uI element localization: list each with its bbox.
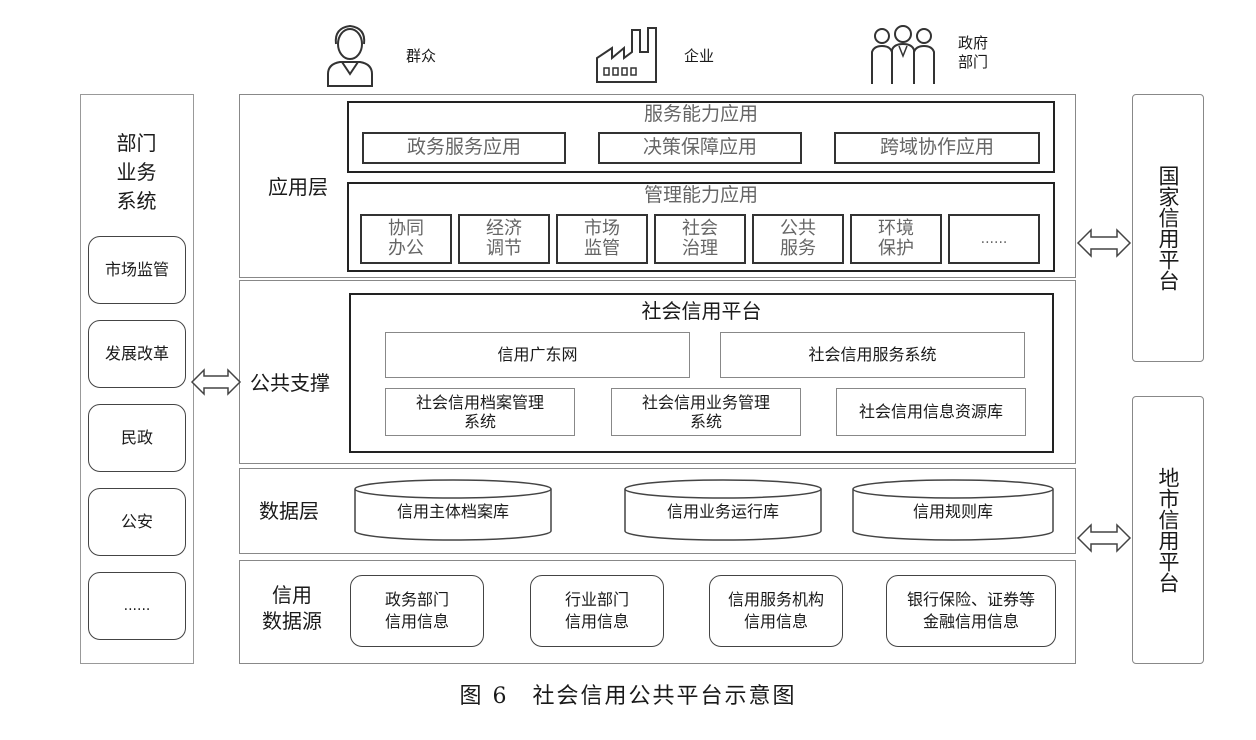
database-shape-rules	[852, 479, 1054, 541]
data-source-label: 信用 数据源	[262, 583, 322, 633]
data-layer-label: 数据层	[259, 499, 319, 523]
manage-app-social: 社会 治理	[654, 214, 746, 264]
left-item-police: 公安	[88, 488, 186, 556]
manage-app-more: ......	[948, 214, 1040, 264]
credit-resource-db: 社会信用信息资源库	[836, 388, 1026, 436]
manage-app-environment: 环境 保护	[850, 214, 942, 264]
double-arrow-icon-city	[1076, 523, 1132, 553]
actor-label-government: 政府 部门	[958, 34, 989, 71]
source-industry-dept: 行业部门 信用信息	[530, 575, 664, 647]
department-systems-title: 部门 业务 系统	[116, 131, 157, 213]
service-app-gov: 政务服务应用	[362, 132, 566, 164]
actor-label-public: 群众	[406, 47, 437, 65]
figure-caption: 图 6 社会信用公共平台示意图	[459, 684, 797, 709]
city-credit-platform-label: 地市信用平台	[1156, 467, 1180, 593]
left-item-civil: 民政	[88, 404, 186, 472]
factory-icon	[596, 27, 657, 83]
credit-guangdong-net: 信用广东网	[385, 332, 690, 378]
source-financial: 银行保险、证券等 金融信用信息	[886, 575, 1056, 647]
application-layer-label: 应用层	[268, 175, 328, 199]
double-arrow-icon-left	[190, 368, 242, 396]
national-credit-platform-label: 国家信用平台	[1156, 165, 1180, 291]
service-app-crossdomain: 跨域协作应用	[834, 132, 1040, 164]
left-item-development: 发展改革	[88, 320, 186, 388]
left-item-more: ......	[88, 572, 186, 640]
left-item-market: 市场监管	[88, 236, 186, 304]
public-support-label: 公共支撑	[250, 371, 330, 395]
source-gov-dept: 政务部门 信用信息	[350, 575, 484, 647]
database-shape-business	[624, 479, 822, 541]
db-subject-archive: 信用主体档案库	[396, 502, 509, 521]
credit-service-system: 社会信用服务系统	[720, 332, 1025, 378]
national-credit-platform: 国家信用平台	[1132, 94, 1204, 362]
credit-business-system: 社会信用业务管理 系统	[611, 388, 801, 436]
db-rules: 信用规则库	[912, 502, 993, 521]
db-business-run: 信用业务运行库	[666, 502, 779, 521]
social-credit-platform-title: 社会信用平台	[641, 299, 762, 323]
manage-app-economy: 经济 调节	[458, 214, 550, 264]
double-arrow-icon-national	[1076, 228, 1132, 258]
service-capability-title: 服务能力应用	[643, 103, 758, 125]
database-shape-subject	[354, 479, 552, 541]
management-capability-title: 管理能力应用	[643, 184, 758, 206]
manage-app-office: 协同 办公	[360, 214, 452, 264]
actor-label-enterprise: 企业	[684, 47, 715, 65]
group-icon	[871, 25, 935, 84]
manage-app-market: 市场 监管	[556, 214, 648, 264]
city-credit-platform: 地市信用平台	[1132, 396, 1204, 664]
manage-app-public: 公共 服务	[752, 214, 844, 264]
source-credit-agency: 信用服务机构 信用信息	[709, 575, 843, 647]
service-app-decision: 决策保障应用	[598, 132, 802, 164]
credit-archive-system: 社会信用档案管理 系统	[385, 388, 575, 436]
person-icon	[327, 24, 373, 87]
